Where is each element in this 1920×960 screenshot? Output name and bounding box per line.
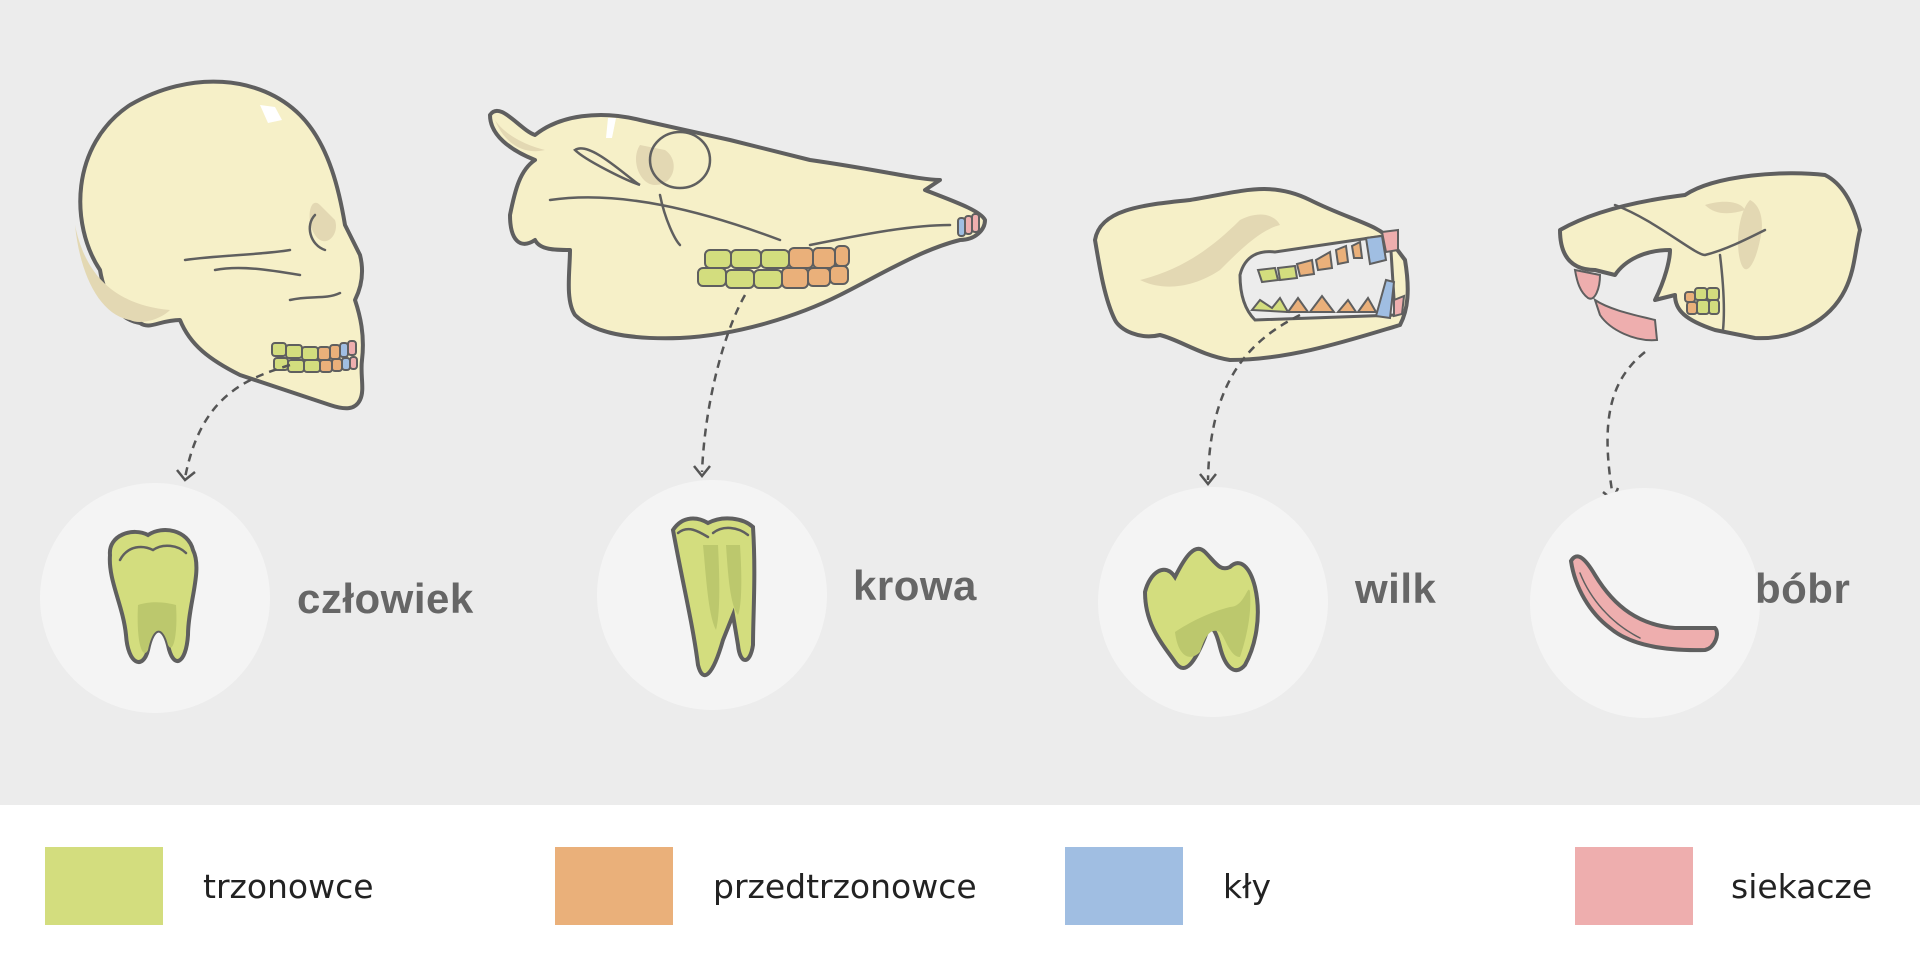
wolf-carnassial-icon: [1142, 546, 1260, 673]
arrow-human: [176, 363, 291, 482]
arrow-cow: [693, 294, 747, 479]
panel-human: człowiek: [0, 0, 500, 805]
human-molar-icon: [107, 528, 199, 664]
arrow-wolf: [1199, 313, 1301, 487]
swatch-canines: [1065, 847, 1183, 925]
illustration-area: człowiek: [0, 0, 1920, 805]
label-wolf: wilk: [1355, 565, 1437, 612]
cow-molar-icon: [670, 516, 757, 678]
panel-cow: krowa: [480, 0, 1000, 805]
swatch-premolars: [555, 847, 673, 925]
swatch-molars: [45, 847, 163, 925]
panel-wolf: wilk: [1080, 0, 1460, 805]
legend-item-incisors: siekacze: [1575, 847, 1872, 925]
legend-item-premolars: przedtrzonowce: [555, 847, 977, 925]
legend-label-incisors: siekacze: [1731, 866, 1873, 906]
legend: trzonowce przedtrzonowce kły siekacze: [0, 805, 1920, 960]
legend-label-premolars: przedtrzonowce: [713, 866, 977, 906]
beaver-skull-illustration: [1558, 171, 1862, 342]
legend-item-molars: trzonowce: [45, 847, 374, 925]
legend-label-molars: trzonowce: [203, 866, 374, 906]
panel-beaver: bóbr: [1500, 0, 1920, 805]
cow-skull-illustration: [488, 108, 987, 341]
label-human: człowiek: [297, 575, 474, 622]
legend-label-canines: kły: [1223, 866, 1272, 906]
label-beaver: bóbr: [1755, 565, 1851, 612]
swatch-incisors: [1575, 847, 1693, 925]
label-cow: krowa: [853, 562, 977, 609]
arrow-beaver: [1602, 351, 1646, 503]
beaver-incisor-icon: [1568, 554, 1719, 653]
zoom-circle-beaver: [1530, 488, 1760, 718]
wolf-skull-illustration: [1093, 187, 1410, 362]
human-skull-illustration: [75, 79, 365, 411]
legend-item-canines: kły: [1065, 847, 1271, 925]
